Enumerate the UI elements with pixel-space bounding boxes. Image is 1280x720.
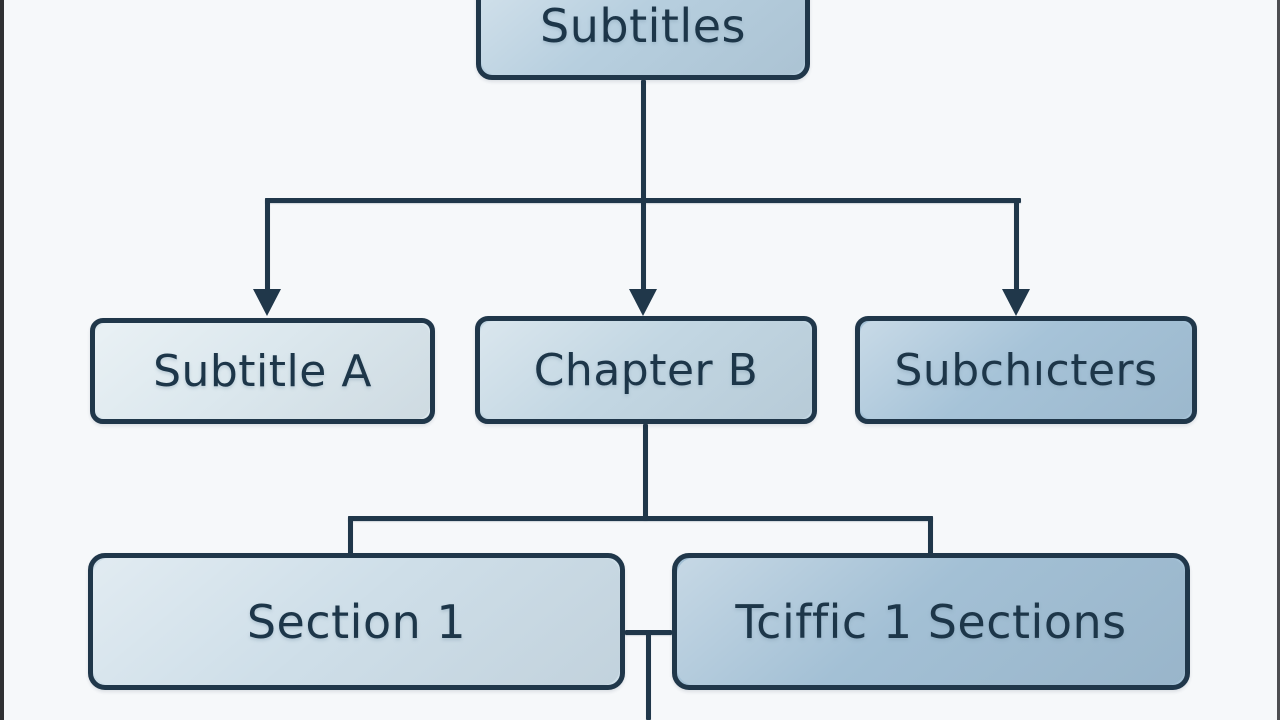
node-tciffic-sections-label: Tciffic 1 Sections [735, 594, 1127, 649]
connector-level2-bus [265, 198, 1021, 203]
arrowhead-down-icon [253, 289, 281, 316]
node-chapter-b: Chapter B [475, 316, 817, 424]
connector-drop-tciffic [928, 516, 933, 557]
node-tciffic-sections: Tciffic 1 Sections [672, 553, 1190, 690]
node-subtitle-a: Subtitle A [90, 318, 435, 424]
connector-level3-bus [348, 516, 933, 521]
node-subchicters: Subchıcters [855, 316, 1197, 424]
node-section-1-label: Section 1 [246, 594, 467, 649]
connector-bottom-tail [646, 630, 651, 720]
right-edge-strip [1277, 0, 1280, 720]
left-edge-strip [0, 0, 4, 720]
arrowhead-down-icon [1002, 289, 1030, 316]
node-subtitles: Subtitles [476, 0, 810, 80]
node-section-1: Section 1 [88, 553, 625, 690]
connector-drop-subchicters [1014, 198, 1019, 292]
node-subchicters-label: Subchıcters [894, 344, 1158, 396]
arrowhead-down-icon [629, 289, 657, 316]
connector-drop-subtitle-a [265, 198, 270, 292]
connector-root-stem [641, 80, 646, 292]
node-subtitles-label: Subtitles [540, 0, 746, 53]
node-chapter-b-label: Chapter B [533, 344, 759, 396]
connector-chapterb-stem [643, 424, 648, 520]
node-subtitle-a-label: Subtitle A [153, 345, 372, 397]
connector-drop-section1 [348, 516, 353, 557]
